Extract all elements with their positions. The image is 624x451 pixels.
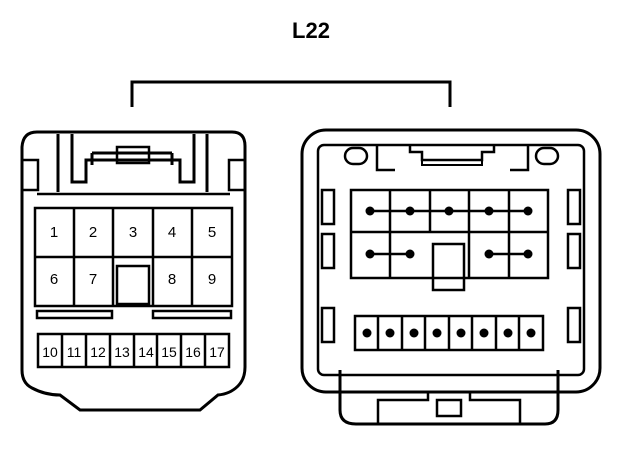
- terminal-dot: [444, 206, 454, 216]
- pin-label: 17: [209, 344, 225, 360]
- terminal-dot: [456, 328, 466, 338]
- right-side-slot: [566, 306, 582, 344]
- left-center-key: [115, 264, 151, 306]
- pin-label: 7: [89, 271, 97, 288]
- terminal-dot: [484, 249, 494, 259]
- pin-label: 5: [208, 224, 216, 241]
- pin-label: 15: [161, 344, 177, 360]
- right-top-bump-l: [343, 146, 369, 166]
- left-bottom-pin-row: [36, 332, 231, 369]
- terminal-dot: [503, 328, 513, 338]
- pin-label: 13: [114, 344, 130, 360]
- right-connector-housing: [300, 128, 602, 394]
- right-bottom-terminal-row: [353, 314, 545, 352]
- pin-label: 1: [50, 224, 58, 241]
- terminal-dot: [385, 328, 395, 338]
- left-separator-bar-2: [151, 309, 233, 320]
- pin-label: 4: [168, 224, 176, 241]
- pin-label: 8: [168, 271, 176, 288]
- left-separator-bar-1: [35, 309, 114, 320]
- terminal-dot: [362, 328, 372, 338]
- terminal-dot: [405, 249, 415, 259]
- left-latch-tab: [115, 145, 151, 165]
- left-latch-outline: [56, 134, 209, 192]
- right-side-slot: [320, 306, 336, 344]
- terminal-dot: [526, 328, 536, 338]
- right-bottom-terminal-dots: [362, 328, 536, 338]
- right-top-bump-r: [534, 146, 560, 166]
- right-center-key: [431, 242, 466, 292]
- right-side-slot: [566, 188, 582, 226]
- left-side-notch-r: [227, 158, 245, 192]
- right-top-latch: [408, 145, 496, 162]
- right-latch-recess: [376, 390, 522, 424]
- left-latch-inner: [90, 151, 174, 165]
- right-latch-housing: [338, 370, 560, 426]
- right-connector: [300, 128, 602, 426]
- left-connector: 1 2 3 4 5 6 7 8 9 10 11 12 13: [20, 130, 247, 412]
- terminal-dot: [405, 206, 415, 216]
- pin-label: 12: [90, 344, 106, 360]
- pin-label: 9: [208, 271, 216, 288]
- pin-label: 2: [89, 224, 97, 241]
- terminal-dot: [479, 328, 489, 338]
- right-top-channel: [375, 145, 530, 172]
- pin-label: 14: [138, 344, 154, 360]
- left-pin-grid: [33, 206, 234, 308]
- terminal-dot: [523, 249, 533, 259]
- right-top-latch-tab: [421, 159, 483, 166]
- terminal-dot: [523, 206, 533, 216]
- terminal-dot: [365, 249, 375, 259]
- right-bridge-row-1: [365, 206, 533, 216]
- left-connector-housing: [20, 130, 247, 412]
- right-side-slot: [320, 232, 336, 270]
- connector-link-bracket: [130, 80, 452, 107]
- pin-label: 16: [185, 344, 201, 360]
- right-connector-inner: [316, 143, 586, 377]
- right-side-slot: [566, 232, 582, 270]
- right-bridge-row-2: [365, 249, 533, 259]
- pin-label: 3: [129, 224, 137, 241]
- right-latch-tab: [435, 398, 463, 418]
- pin-label: 6: [50, 271, 58, 288]
- pin-label: 10: [42, 344, 58, 360]
- left-side-notch-l: [22, 158, 40, 192]
- terminal-dot: [432, 328, 442, 338]
- diagram-title: L22: [292, 18, 330, 43]
- terminal-dot: [484, 206, 494, 216]
- right-side-slot: [320, 188, 336, 226]
- terminal-dot: [365, 206, 375, 216]
- right-terminal-grid: [349, 188, 550, 292]
- terminal-dot: [409, 328, 419, 338]
- pin-label: 11: [67, 344, 82, 360]
